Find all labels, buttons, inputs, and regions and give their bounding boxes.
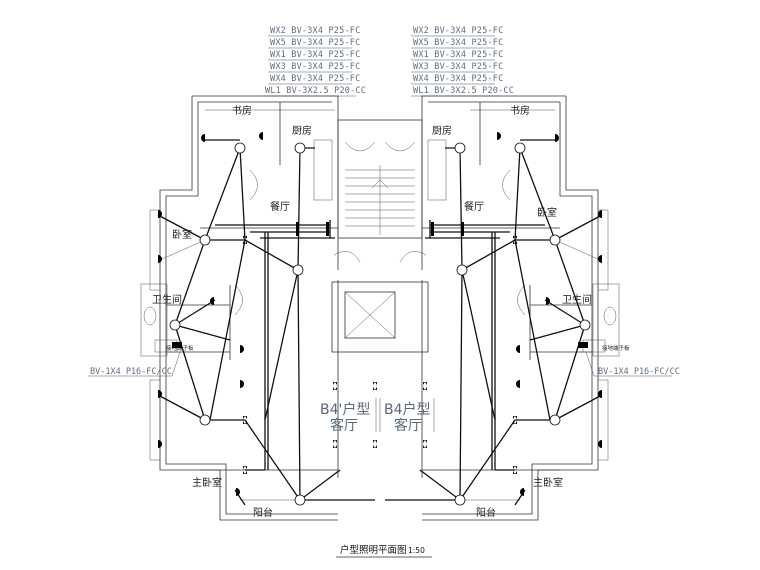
ceiling-light-icon	[199, 234, 211, 246]
ceiling-light-icon	[454, 142, 466, 154]
room-label: 厨房	[292, 124, 312, 137]
ceiling-light-icon	[549, 234, 561, 246]
room-label: 卫生间	[152, 293, 182, 306]
cable-label: WX5 BV-3X4 P25-FC	[413, 38, 503, 48]
ceiling-light-icon	[294, 142, 306, 154]
drawing-title-text: 户型照明平面图	[340, 544, 407, 556]
room-label: 卧室	[172, 228, 192, 241]
unit-label: B4'户型	[320, 401, 370, 418]
room-label: 阳台	[253, 506, 273, 519]
fixtures	[140, 139, 620, 357]
ceiling-light-icon	[294, 494, 306, 506]
room-label: 卫生间	[562, 293, 592, 306]
cable-list-left: WX2 BV-3X4 P25-FC WX5 BV-3X4 P25-FC WX1 …	[263, 26, 366, 97]
cable-label: WX1 BV-3X4 P25-FC	[270, 50, 360, 60]
ceiling-light-icon	[292, 264, 304, 276]
cable-label: WX2 BV-3X4 P25-FC	[270, 26, 360, 36]
cable-label: WX2 BV-3X4 P25-FC	[413, 26, 503, 36]
cable-label: WX1 BV-3X4 P25-FC	[413, 50, 503, 60]
cable-label: WX4 BV-3X4 P25-FC	[413, 74, 503, 84]
cable-label: BV-1X4 P16-FC/CC	[598, 367, 680, 377]
cable-label: WX5 BV-3X4 P25-FC	[270, 38, 360, 48]
cable-label: WL1 BV-3X2.5 P20-CC	[413, 86, 514, 96]
wiring-right	[385, 139, 603, 506]
ceiling-light-icon	[514, 142, 526, 154]
ceiling-light-icon	[169, 319, 181, 331]
room-labels: 书房 厨房 餐厅 卧室 卫生间 主卧室 阳台 书房 厨房 餐厅 卧室 卫生间 主…	[152, 104, 592, 519]
room-label: 书房	[232, 104, 252, 117]
walls	[149, 95, 609, 521]
wiring-left	[157, 139, 375, 506]
cable-label: BV-1X4 P16-FC/CC	[90, 367, 172, 377]
room-label: 餐厅	[270, 200, 290, 213]
cable-label: WX3 BV-3X4 P25-FC	[413, 62, 503, 72]
drawing-title: 户型照明平面图 1:50	[336, 544, 432, 558]
light-fixtures	[169, 142, 591, 506]
ceiling-light-icon	[579, 319, 591, 331]
room-label: 阳台	[476, 506, 496, 519]
room-label: 客厅	[394, 417, 422, 434]
room-label: 书房	[510, 104, 530, 117]
cable-label: WL1 BV-3X2.5 P20-CC	[265, 86, 366, 96]
ceiling-light-icon	[234, 142, 246, 154]
ceiling-light-icon	[199, 414, 211, 426]
room-label: 厨房	[432, 124, 452, 137]
drawing-scale: 1:50	[408, 546, 425, 555]
ceiling-light-icon	[549, 414, 561, 426]
room-label: 餐厅	[464, 200, 484, 213]
unit-label: B4户型	[384, 401, 431, 418]
room-label: 主卧室	[192, 476, 222, 489]
cable-label: WX4 BV-3X4 P25-FC	[270, 74, 360, 84]
room-label: 客厅	[330, 417, 358, 434]
note-label: 接地端子板	[602, 344, 630, 352]
cable-list-right: WX2 BV-3X4 P25-FC WX5 BV-3X4 P25-FC WX1 …	[411, 26, 514, 97]
cable-label: WX3 BV-3X4 P25-FC	[270, 62, 360, 72]
ceiling-light-icon	[456, 264, 468, 276]
sockets	[158, 132, 602, 496]
ceiling-light-icon	[454, 494, 466, 506]
room-label: 卧室	[537, 206, 557, 219]
room-label: 主卧室	[533, 476, 563, 489]
bonding-notes: 接地端子板 接地端子板 BV-1X4 P16-FC/CC BV-1X4 P16-…	[88, 342, 680, 377]
